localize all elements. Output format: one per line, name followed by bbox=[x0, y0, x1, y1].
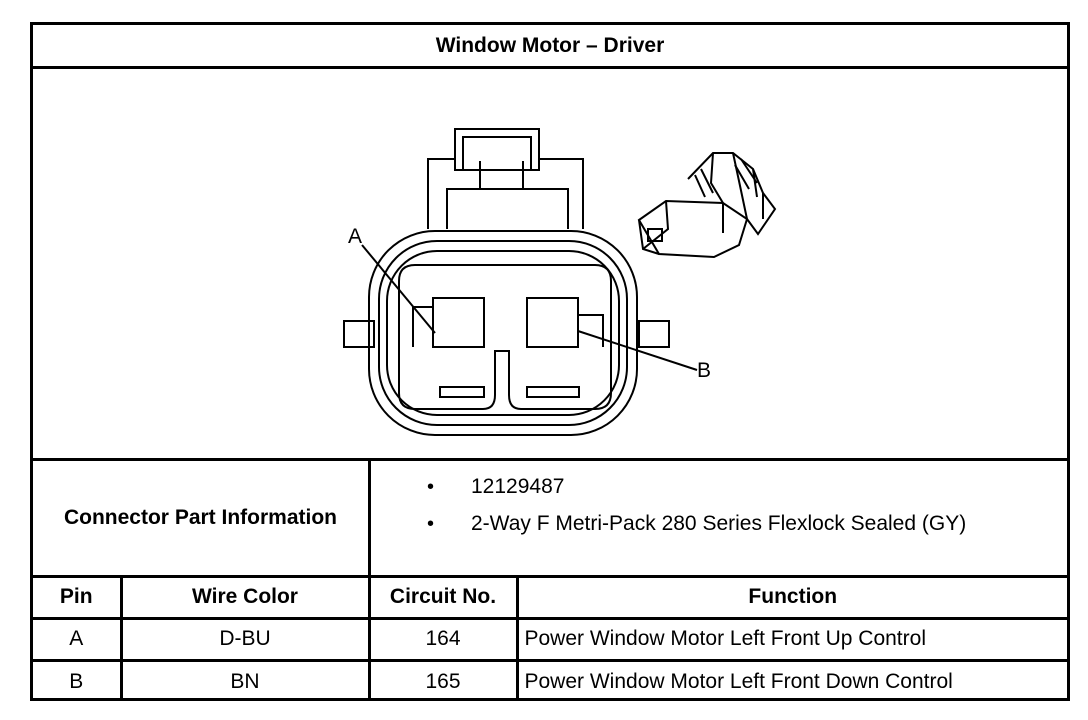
wire-color-cell: D-BU bbox=[119, 616, 371, 663]
pin-cell: A bbox=[33, 616, 123, 663]
connector-info-list: • 12129487 • 2-Way F Metri-Pack 280 Series… bbox=[371, 461, 1067, 575]
header-wire-color: Wire Color bbox=[119, 578, 371, 621]
header-function: Function bbox=[515, 578, 1067, 621]
connector-part-info: Connector Part Information • 12129487 • 2-… bbox=[33, 461, 1067, 578]
page-title: Window Motor – Driver bbox=[33, 25, 1067, 69]
part-number-item: • 12129487 bbox=[427, 475, 564, 499]
part-number: 12129487 bbox=[471, 475, 565, 498]
header-pin: Pin bbox=[33, 578, 123, 621]
pin-cell: B bbox=[33, 659, 123, 701]
function-cell: Power Window Motor Left Front Down Contr… bbox=[515, 659, 1067, 701]
connector-description-item: • 2-Way F Metri-Pack 280 Series Flexlock … bbox=[427, 512, 966, 536]
connector-diagram: A B bbox=[33, 69, 1067, 461]
connector-description: 2-Way F Metri-Pack 280 Series Flexlock S… bbox=[471, 512, 967, 535]
pin-table: Pin Wire Color Circuit No. Function A D-… bbox=[33, 578, 1067, 701]
bullet-icon: • bbox=[427, 513, 435, 535]
table-row: B BN 165 Power Window Motor Left Front D… bbox=[33, 659, 1067, 701]
function-cell: Power Window Motor Left Front Up Control bbox=[515, 616, 1067, 663]
table-row: A D-BU 164 Power Window Motor Left Front… bbox=[33, 616, 1067, 663]
connector-face-drawing bbox=[343, 128, 777, 436]
circuit-cell: 165 bbox=[367, 659, 519, 701]
wire-color-cell: BN bbox=[119, 659, 371, 701]
pin-a-callout: A bbox=[348, 225, 363, 248]
pin-table-header: Pin Wire Color Circuit No. Function bbox=[33, 578, 1067, 621]
connector-info-label: Connector Part Information bbox=[33, 461, 371, 575]
bullet-icon: • bbox=[427, 476, 435, 498]
circuit-cell: 164 bbox=[367, 616, 519, 663]
connector-sheet: Window Motor – Driver bbox=[30, 22, 1070, 701]
pin-b-callout: B bbox=[697, 359, 712, 382]
header-circuit: Circuit No. bbox=[367, 578, 519, 621]
